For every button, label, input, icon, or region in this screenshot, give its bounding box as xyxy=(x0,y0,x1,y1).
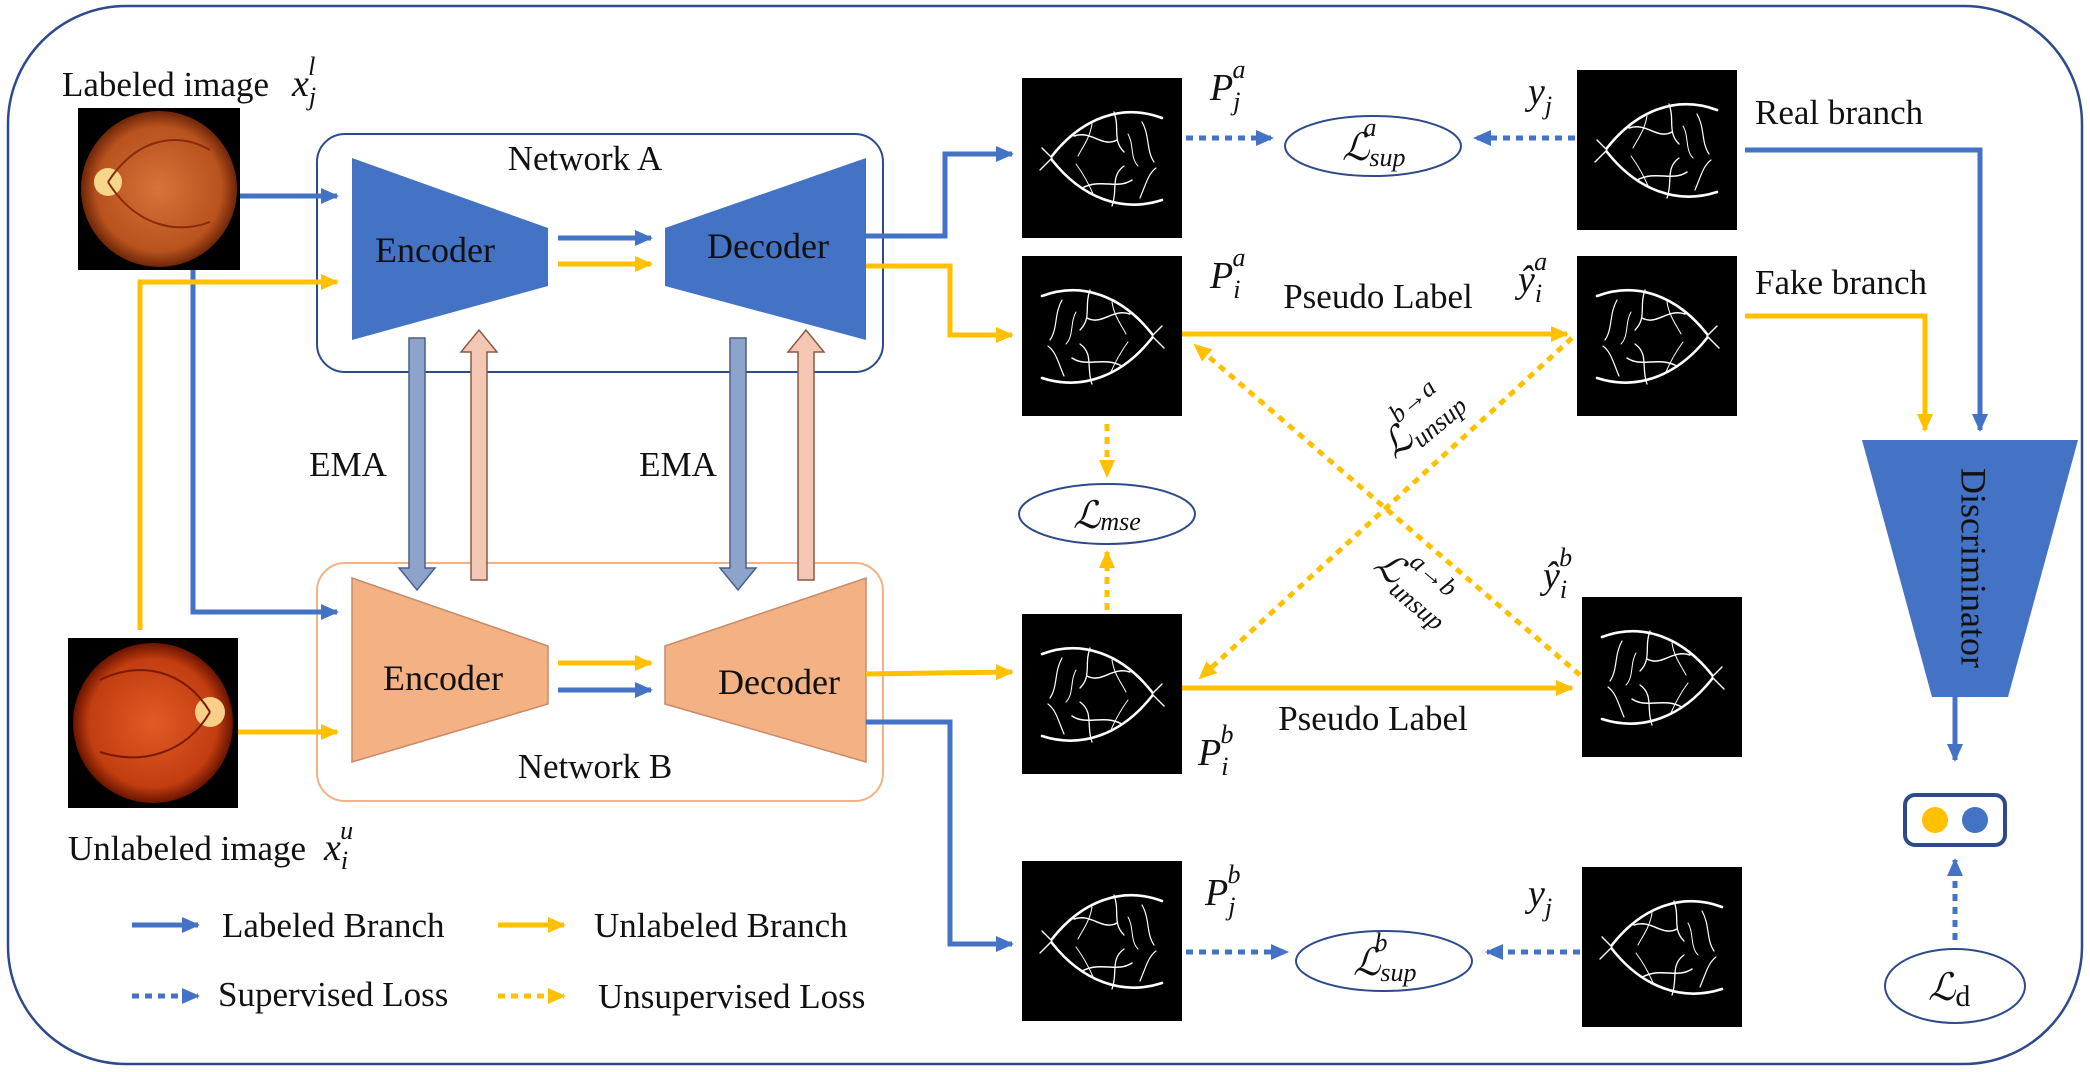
svg-text:ℒunsupa→b: ℒunsupa→b xyxy=(1363,530,1472,636)
loss-sup-b-label: ℒsupb xyxy=(1353,928,1417,987)
ema-up-arrow-encoder xyxy=(459,328,499,581)
ground-truth-yj-top-image xyxy=(1575,68,1739,232)
unlabeled-image-symbol: xiu xyxy=(323,816,353,875)
network-a-box xyxy=(316,133,884,373)
yj-top-label: yj xyxy=(1524,71,1552,120)
supervised-loss-arrows xyxy=(1186,130,1963,960)
pseudo-label-top: Pseudo Label xyxy=(1283,277,1473,316)
arrow-decoder-a-to-pia xyxy=(866,263,1014,343)
unlabeled-branch-arrows xyxy=(137,256,1933,740)
ground-truth-yj-bottom-image xyxy=(1580,865,1744,1029)
arrow-decoder-a-to-pja xyxy=(866,146,1014,239)
arrow-fake-branch xyxy=(1745,313,1933,432)
unlabeled-image-label: Unlabeled image xyxy=(68,829,306,868)
discriminator-label: Discriminator xyxy=(1954,468,1994,668)
loss-d-label: ℒd xyxy=(1928,967,1970,1013)
fake-indicator-dot xyxy=(1962,807,1988,833)
decoder-b-label: Decoder xyxy=(718,662,840,702)
prediction-pjb-image xyxy=(1020,859,1184,1023)
loss-sup-b-ellipse xyxy=(1295,930,1473,992)
arrow-yhat-ia-to-pib xyxy=(1198,336,1574,680)
yj-bottom-label: yj xyxy=(1524,873,1552,922)
labeled-fundus-image xyxy=(78,108,240,270)
encoder-a xyxy=(352,158,548,340)
prediction-pia-image xyxy=(1020,254,1184,418)
decoder-b xyxy=(664,576,867,763)
unsupervised-loss-arrows xyxy=(1099,336,1582,680)
legend-labeled-text: Labeled Branch xyxy=(222,906,445,945)
loss-sup-a-ellipse xyxy=(1284,115,1462,177)
encoder-b xyxy=(351,576,549,764)
real-indicator-dot xyxy=(1922,807,1948,833)
arrow-real-branch xyxy=(1745,147,1988,432)
prediction-pib-image xyxy=(1020,612,1184,776)
arrow-decoder-b-to-pjb xyxy=(866,719,1014,952)
encoder-a-label: Encoder xyxy=(375,230,495,270)
ema-up-arrow-decoder xyxy=(786,328,826,581)
unlabeled-fundus-image xyxy=(68,638,238,808)
real-branch-label: Real branch xyxy=(1755,93,1924,132)
pseudo-label-yhat-ia-image xyxy=(1575,254,1739,418)
loss-sup-a-label: ℒsupa xyxy=(1342,113,1406,172)
legend-supervised-text: Supervised Loss xyxy=(218,975,448,1014)
ema-label-decoder: EMA xyxy=(639,445,718,484)
pja-label: Pja xyxy=(1209,55,1245,116)
decoder-a xyxy=(665,158,866,340)
loss-unsup-ab-label: ℒunsupa→b xyxy=(1363,530,1472,637)
loss-mse-ellipse xyxy=(1018,483,1196,545)
pia-label: Pia xyxy=(1209,243,1245,304)
labeled-branch-arrows xyxy=(190,146,1988,952)
pib-label: Pib xyxy=(1197,720,1233,781)
loss-unsup-ba-label: ℒunsupb→a xyxy=(1364,365,1473,471)
arrow-labeled-to-encoder-b xyxy=(190,270,339,620)
labeled-image-label: Labeled image xyxy=(62,65,269,104)
discriminator-output xyxy=(1903,793,2007,847)
discriminator xyxy=(1862,440,2078,697)
ema-label-encoder: EMA xyxy=(309,445,388,484)
pjb-label: Pjb xyxy=(1204,860,1240,921)
network-a-title: Network A xyxy=(508,139,663,178)
yhat-ia-label: ŷia xyxy=(1514,247,1547,308)
loss-d-ellipse xyxy=(1884,948,2026,1024)
pseudo-label-yhat-ib-image xyxy=(1580,595,1744,759)
decoder-a-label: Decoder xyxy=(707,226,829,266)
loss-mse-label: ℒmse xyxy=(1073,495,1141,537)
yhat-ib-label: ŷib xyxy=(1539,543,1572,604)
prediction-pja-image xyxy=(1020,76,1184,240)
outer-frame xyxy=(6,4,2084,1066)
svg-text:ℒunsupb→a: ℒunsupb→a xyxy=(1364,365,1473,471)
pseudo-label-bottom: Pseudo Label xyxy=(1278,699,1468,738)
encoder-b-label: Encoder xyxy=(383,658,503,698)
ema-arrows xyxy=(397,328,826,592)
legend-unsupervised-text: Unsupervised Loss xyxy=(598,977,865,1016)
legend-unlabeled-text: Unlabeled Branch xyxy=(594,906,848,945)
ema-down-arrow-decoder xyxy=(718,337,758,592)
arrow-decoder-b-to-pib xyxy=(865,664,1014,681)
arrow-unlabeled-to-encoder-a xyxy=(137,274,339,630)
ema-down-arrow-encoder xyxy=(397,337,437,592)
fake-branch-label: Fake branch xyxy=(1755,263,1928,302)
labeled-image-symbol: xjl xyxy=(291,52,316,111)
arrow-yhat-ib-to-pia xyxy=(1193,343,1582,677)
legend: Labeled Branch Unlabeled Branch Supervis… xyxy=(132,906,865,1016)
network-b-title: Network B xyxy=(518,747,673,786)
